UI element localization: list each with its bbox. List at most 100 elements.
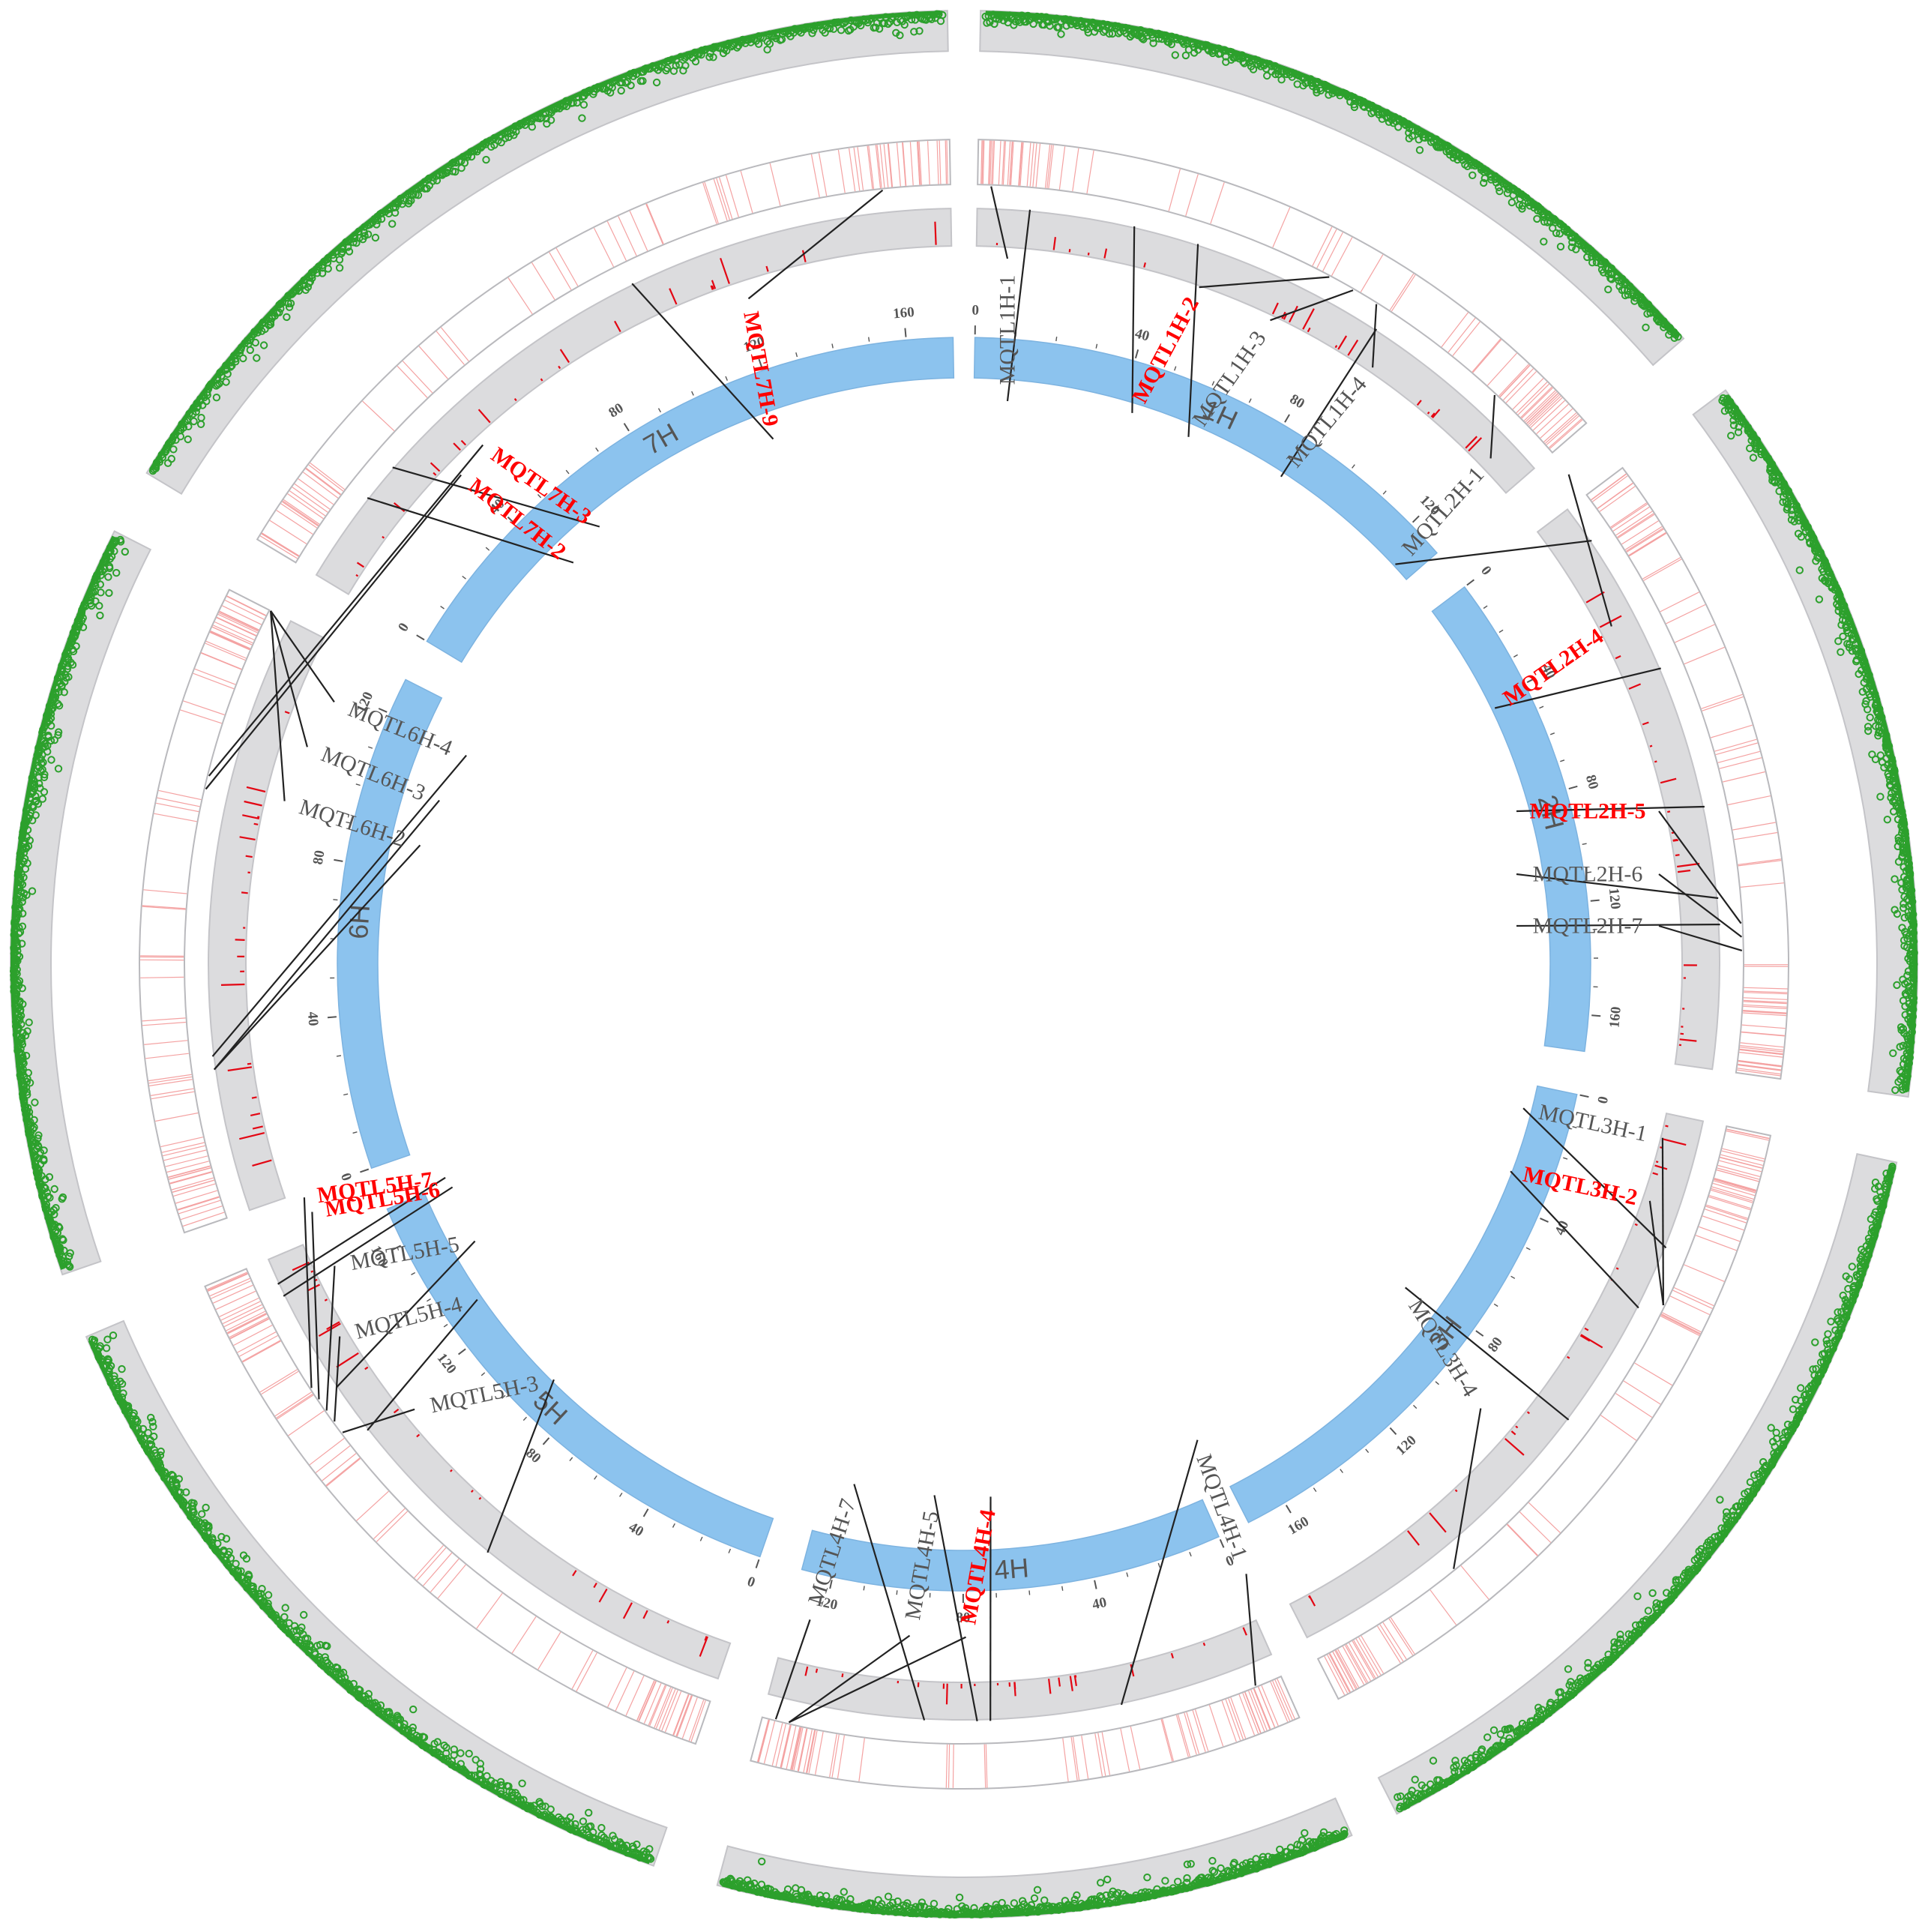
scatter-track xyxy=(10,10,1918,1918)
tick-6h-100 xyxy=(356,784,361,786)
tick-label-1h-40: 40 xyxy=(1133,325,1151,344)
tick-3h-130 xyxy=(1366,1449,1369,1453)
tick-2h-30 xyxy=(1513,654,1517,657)
tick-2h-160 xyxy=(1591,1015,1600,1016)
tick-label-2h-80: 80 xyxy=(1582,773,1601,791)
tick-7h-20 xyxy=(463,577,466,580)
tick-label-5h-40: 40 xyxy=(626,1519,646,1540)
tick-5h-20 xyxy=(700,1537,702,1541)
tick-3h-60 xyxy=(1511,1276,1515,1278)
tick-2h-20 xyxy=(1499,630,1503,632)
histogram-bg-4h xyxy=(768,1620,1271,1720)
tick-6h-110 xyxy=(368,747,373,748)
tick-label-7h-80: 80 xyxy=(606,400,626,421)
tick-5h-90 xyxy=(523,1417,526,1420)
tick-6h-10 xyxy=(353,1132,358,1134)
mqtl-label-mqtl2h-6: MQTL2H-6 xyxy=(1533,862,1643,887)
tick-7h-150 xyxy=(869,337,870,342)
tick-label-4h-40: 40 xyxy=(1091,1595,1108,1613)
tick-1h-40 xyxy=(1136,349,1138,358)
tick-5h-10 xyxy=(729,1549,730,1553)
tick-3h-40 xyxy=(1540,1218,1549,1222)
tick-7h-0 xyxy=(417,635,424,640)
tick-2h-100 xyxy=(1582,843,1587,844)
tick-1h-70 xyxy=(1249,399,1251,403)
chromosome-label-4h: 4H xyxy=(993,1552,1030,1585)
tick-5h-60 xyxy=(594,1475,597,1479)
tick-label-2h-0: 0 xyxy=(1477,563,1494,578)
tick-4h-60 xyxy=(1029,1591,1030,1595)
tick-7h-130 xyxy=(796,352,798,357)
tick-4h-40 xyxy=(1094,1580,1097,1589)
tick-7h-100 xyxy=(692,391,694,395)
tick-3h-70 xyxy=(1494,1304,1498,1306)
tick-5h-70 xyxy=(570,1457,573,1461)
tick-7h-70 xyxy=(596,448,599,451)
tick-7h-160 xyxy=(905,328,906,337)
tick-label-3h-120: 120 xyxy=(1393,1433,1419,1459)
tick-2h-10 xyxy=(1483,606,1487,608)
tick-label-7h-0: 0 xyxy=(395,620,412,634)
tick-3h-80 xyxy=(1476,1331,1483,1336)
tick-5h-0 xyxy=(756,1559,759,1568)
mqtl-label-mqtl2h-5: MQTL2H-5 xyxy=(1530,799,1646,824)
tick-2h-120 xyxy=(1591,900,1600,901)
tick-label-5h-120: 120 xyxy=(434,1350,460,1376)
mqtl-label-mqtl2h-7: MQTL2H-7 xyxy=(1533,914,1643,939)
tick-2h-0 xyxy=(1467,580,1474,585)
tick-3h-100 xyxy=(1436,1382,1439,1385)
tick-2h-70 xyxy=(1560,760,1564,762)
tick-1h-110 xyxy=(1383,491,1386,495)
tick-label-5h-0: 0 xyxy=(745,1574,757,1591)
tick-7h-30 xyxy=(486,547,489,550)
tick-5h-50 xyxy=(620,1493,622,1496)
tick-label-3h-80: 80 xyxy=(1485,1334,1506,1355)
mqtl-label-mqtl2h-1: MQTL2H-1 xyxy=(1397,462,1489,560)
tick-5h-130 xyxy=(444,1325,448,1327)
tick-3h-50 xyxy=(1526,1248,1530,1250)
tick-3h-110 xyxy=(1414,1405,1417,1408)
histogram-bars-7h xyxy=(356,222,936,577)
tick-1h-50 xyxy=(1175,367,1176,371)
tick-4h-10 xyxy=(1190,1552,1191,1556)
tick-7h-10 xyxy=(441,607,445,609)
tick-label-7h-160: 160 xyxy=(892,304,915,322)
tick-label-3h-0: 0 xyxy=(1595,1095,1612,1105)
tick-label-6h-40: 40 xyxy=(304,1011,322,1027)
tick-5h-40 xyxy=(644,1509,648,1517)
tick-label-1h-80: 80 xyxy=(1287,391,1307,412)
mqtl-label-mqtl5h-4: MQTL5H-4 xyxy=(352,1292,465,1344)
tick-3h-20 xyxy=(1563,1158,1567,1159)
tick-5h-120 xyxy=(459,1349,466,1354)
tick-2h-80 xyxy=(1569,786,1578,789)
tick-5h-110 xyxy=(481,1373,485,1376)
tick-5h-150 xyxy=(412,1273,415,1275)
tick-label-1h-0: 0 xyxy=(971,303,979,319)
tick-5h-80 xyxy=(543,1438,549,1445)
tick-3h-150 xyxy=(1313,1488,1316,1492)
tick-1h-20 xyxy=(1056,337,1057,341)
tick-3h-140 xyxy=(1340,1469,1343,1473)
tick-6h-80 xyxy=(334,860,343,861)
tick-4h-20 xyxy=(1158,1563,1160,1568)
tick-4h-30 xyxy=(1127,1573,1128,1577)
tick-7h-60 xyxy=(566,470,569,474)
tick-1h-80 xyxy=(1285,415,1289,422)
tick-5h-30 xyxy=(673,1523,675,1527)
tick-7h-80 xyxy=(624,424,629,431)
tick-1h-30 xyxy=(1096,344,1097,349)
tick-2h-60 xyxy=(1550,733,1555,735)
tick-4h-50 xyxy=(1062,1586,1063,1591)
tick-2h-50 xyxy=(1540,706,1544,708)
tick-7h-110 xyxy=(726,376,727,381)
tick-3h-0 xyxy=(1580,1095,1589,1098)
tick-7h-140 xyxy=(832,344,833,349)
tick-6h-0 xyxy=(360,1170,368,1173)
tick-label-2h-160: 160 xyxy=(1606,1006,1624,1029)
heatmap-track xyxy=(139,139,1789,1789)
ideogram-1h xyxy=(974,337,1437,580)
tick-7h-90 xyxy=(659,409,661,412)
